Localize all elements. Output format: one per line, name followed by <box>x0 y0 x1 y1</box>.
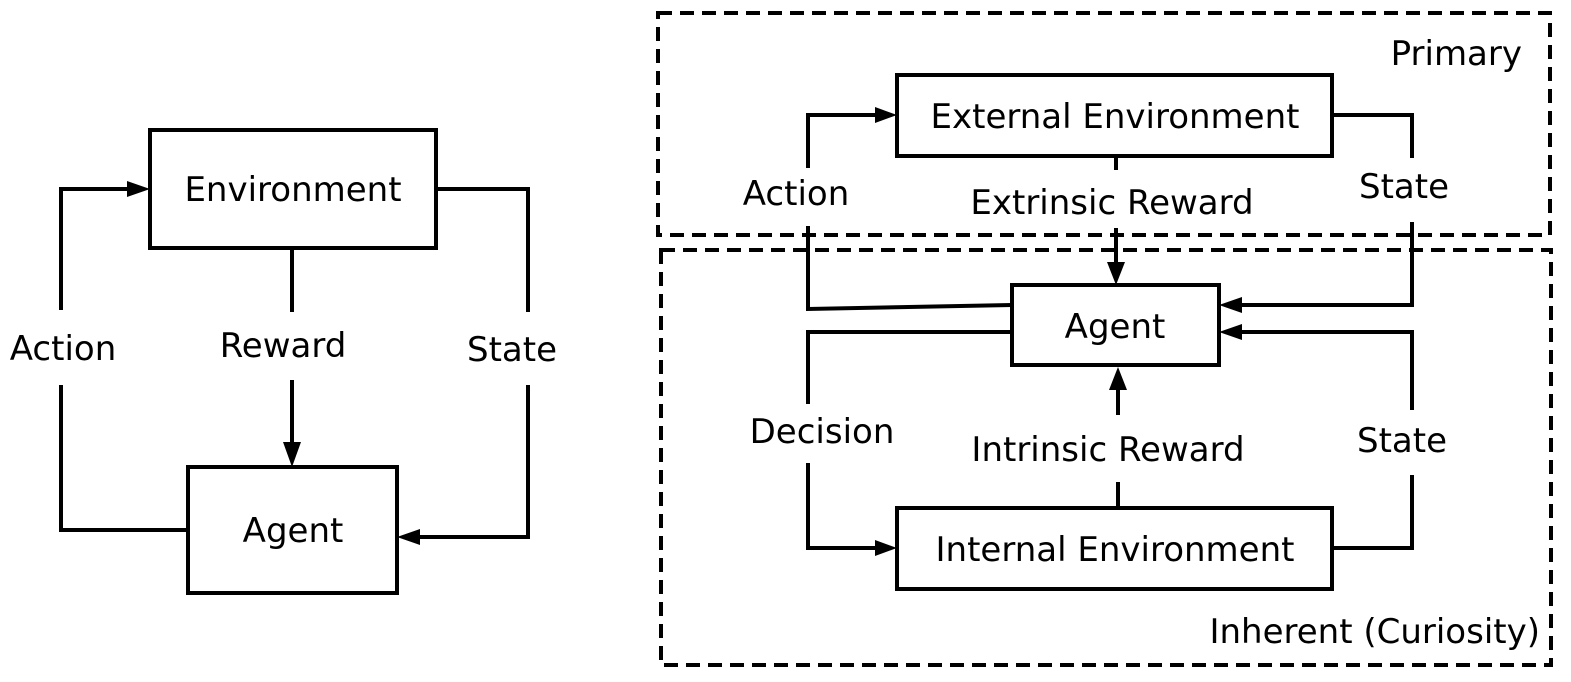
left-state-line-lower <box>420 385 530 539</box>
intrinsic-reward-label: Intrinsic Reward <box>971 430 1245 470</box>
left-diagram <box>59 128 530 595</box>
state-top-line-lower <box>1242 222 1414 307</box>
left-reward-label: Reward <box>219 326 347 366</box>
state-top-arrowhead <box>1219 297 1242 313</box>
right-diagram <box>656 11 1553 667</box>
left-state-arrowhead <box>397 529 420 545</box>
right-action-line-lower <box>806 226 1013 312</box>
state-bottom-line-lower <box>1332 475 1414 550</box>
right-action-arrowhead <box>875 107 897 123</box>
intrinsic-reward-arrowhead <box>1109 367 1127 390</box>
external-environment-label: External Environment <box>930 97 1300 137</box>
internal-environment-label: Internal Environment <box>935 530 1295 570</box>
left-state-label: State <box>467 330 557 370</box>
primary-region-label: Primary <box>1390 34 1522 74</box>
left-agent-label: Agent <box>242 511 344 551</box>
left-action-label: Action <box>9 329 117 369</box>
state-bottom-line-upper <box>1242 330 1414 410</box>
state-bottom-arrowhead <box>1219 324 1242 340</box>
primary-region <box>656 11 1552 237</box>
decision-line-lower <box>806 463 875 550</box>
right-agent-label: Agent <box>1064 307 1166 347</box>
state-top-line-upper <box>1332 113 1414 158</box>
state-top-label: State <box>1359 167 1449 207</box>
right-action-label: Action <box>742 174 850 214</box>
right-agent-box <box>1010 283 1221 367</box>
decision-arrowhead <box>875 540 897 556</box>
extrinsic-reward-arrowhead <box>1107 262 1125 285</box>
state-bottom-label: State <box>1357 421 1447 461</box>
decision-line-upper <box>806 330 1012 404</box>
left-environment-label: Environment <box>184 170 402 210</box>
left-state-line-upper <box>436 187 530 312</box>
decision-label: Decision <box>749 412 895 452</box>
extrinsic-reward-label: Extrinsic Reward <box>970 183 1254 223</box>
inherent-region-label: Inherent (Curiosity) <box>1209 612 1540 652</box>
left-action-arrowhead <box>127 181 150 197</box>
left-action-line-lower <box>59 385 188 532</box>
inherent-region <box>659 248 1553 667</box>
right-action-line-upper <box>806 113 875 168</box>
left-reward-arrowhead <box>283 442 301 467</box>
left-action-line-upper <box>59 187 127 310</box>
